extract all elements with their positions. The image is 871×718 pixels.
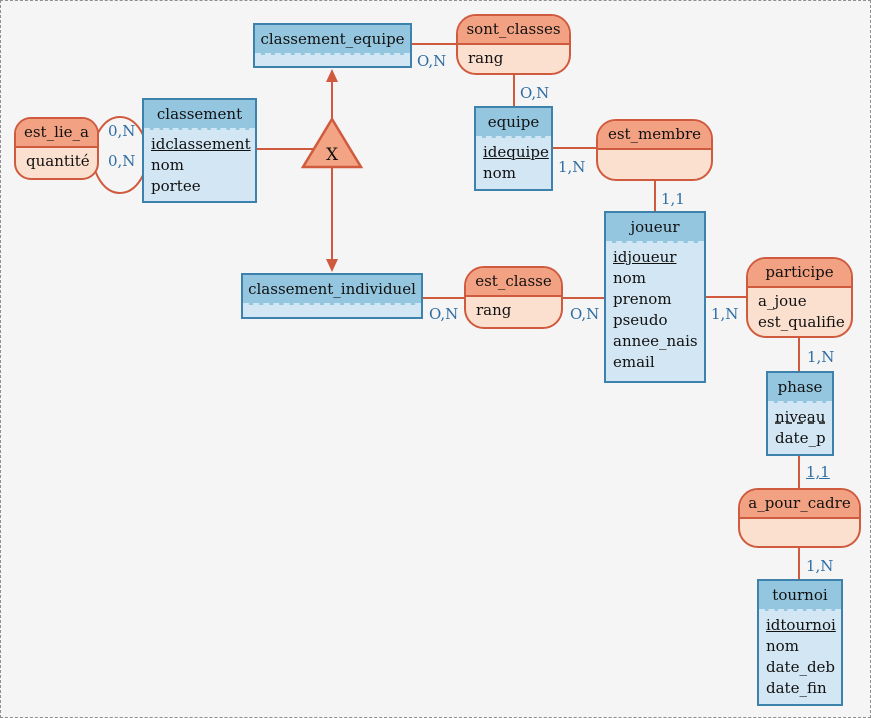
association-est_membre: est_membre [596,119,713,181]
entity-tournoi: tournoi idtournoi nom date_deb date_fin [757,579,843,706]
attribute-idjoueur: idjoueur [613,248,677,266]
association-est_classe: est_classe rang [464,266,563,329]
attribute-nom: nom [613,269,646,287]
attribute-date_fin: date_fin [766,679,827,697]
attribute-est_qualifie: est_qualifie [758,313,845,331]
arrowhead-down-icon [326,259,338,272]
association-participe-title: participe [748,259,851,288]
association-est_classe-attributes: rang [466,297,561,324]
cardinality-est_classe-joueur: O,N [570,305,600,323]
entity-phase: phase niveau date_p [766,371,834,456]
association-est_lie_a-title: est_lie_a [16,119,97,148]
cardinality-est_membre-joueur: 1,1 [661,190,685,208]
association-est_lie_a: est_lie_a quantité [14,117,99,180]
cardinality-sont_classes-equipe: O,N [520,84,550,102]
attribute-portee: portee [151,177,201,195]
entity-tournoi-title: tournoi [759,581,841,611]
attribute-nom: nom [151,156,184,174]
cardinality-joueur-participe: 1,N [711,305,739,323]
xor-operator-triangle [300,116,364,169]
cardinality-a_pour_cadre-tournoi: 1,N [806,557,834,575]
cardinality-est_lie_a-classement-bottom: 0,N [108,152,136,170]
attribute-idequipe: idequipe [483,143,549,161]
entity-equipe-title: equipe [476,108,551,138]
attribute-email: email [613,353,655,371]
attribute-quantite: quantité [26,152,90,170]
association-est_classe-title: est_classe [466,268,561,297]
attribute-annee_nais: annee_nais [613,332,698,350]
arrowhead-up-icon [326,69,338,82]
entity-joueur-attributes: idjoueur nom prenom pseudo annee_nais em… [606,243,704,377]
entity-phase-attributes: niveau date_p [768,403,832,453]
attribute-pseudo: pseudo [613,311,668,329]
attribute-nom: nom [766,637,799,655]
attribute-niveau: niveau [775,408,826,426]
entity-joueur-title: joueur [606,213,704,243]
attribute-date_p: date_p [775,429,826,447]
association-est_membre-title: est_membre [598,121,711,150]
association-a_pour_cadre: a_pour_cadre [738,488,861,548]
entity-classement_individuel-title: classement_individuel [243,275,421,305]
cardinality-classement_equipe-sont_classes: O,N [417,52,447,70]
entity-joueur: joueur idjoueur nom prenom pseudo annee_… [604,211,706,383]
association-a_pour_cadre-title: a_pour_cadre [740,490,859,519]
entity-phase-title: phase [768,373,832,403]
cardinality-equipe-est_membre: 1,N [558,158,586,176]
association-sont_classes-attributes: rang [458,45,569,72]
cardinality-participe-phase: 1,N [807,348,835,366]
cardinality-phase-a_pour_cadre: 1,1 [806,463,830,481]
association-sont_classes-title: sont_classes [458,16,569,45]
attribute-a_joue: a_joue [758,292,807,310]
association-est_lie_a-attributes: quantité [16,148,97,175]
entity-classement_equipe-title: classement_equipe [255,25,410,55]
association-participe: participe a_joue est_qualifie [746,257,853,338]
entity-classement-title: classement [144,100,255,130]
association-participe-attributes: a_joue est_qualifie [748,288,851,336]
entity-classement_individuel: classement_individuel [241,273,423,319]
attribute-nom: nom [483,164,516,182]
attribute-prenom: prenom [613,290,672,308]
entity-classement_equipe: classement_equipe [253,23,412,68]
cardinality-classement_individuel-est_classe: O,N [429,305,459,323]
attribute-date_deb: date_deb [766,658,836,676]
entity-classement: classement idclassement nom portee [142,98,257,203]
xor-operator-label: X [326,145,339,165]
entity-classement-attributes: idclassement nom portee [144,130,255,201]
association-sont_classes: sont_classes rang [456,14,571,75]
entity-equipe: equipe idequipe nom [474,106,553,191]
cardinality-est_lie_a-classement-top: 0,N [108,122,136,140]
attribute-idtournoi: idtournoi [766,616,836,634]
entity-equipe-attributes: idequipe nom [476,138,551,188]
entity-tournoi-attributes: idtournoi nom date_deb date_fin [759,611,841,703]
attribute-rang: rang [476,301,512,319]
attribute-idclassement: idclassement [151,135,251,153]
attribute-rang: rang [468,49,504,67]
